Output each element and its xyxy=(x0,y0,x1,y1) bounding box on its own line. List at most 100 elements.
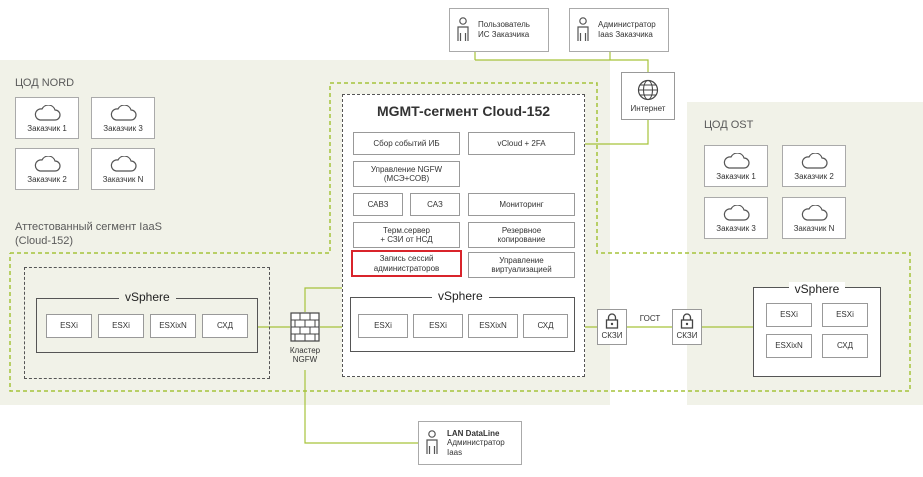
nord-customer-3: Заказчик 3 xyxy=(91,97,155,139)
vsphere-left-item: ESXixN xyxy=(150,314,196,338)
person-icon xyxy=(577,17,589,41)
ost-customer-1: Заказчик 1 xyxy=(704,145,768,187)
firewall-line1: Кластер xyxy=(289,346,321,355)
ngfw-line1: Управление NGFW xyxy=(370,164,443,174)
lock-icon xyxy=(605,313,619,330)
person-icon xyxy=(426,430,438,454)
vsphere-right-item: СХД xyxy=(822,334,868,358)
vsphere-mid-item: ESXi xyxy=(413,314,463,338)
vsphere-right-title: vSphere xyxy=(788,282,846,296)
customer-label: Заказчик 1 xyxy=(27,124,67,133)
box-saz: САЗ xyxy=(410,193,460,216)
segment-boundary xyxy=(9,82,911,392)
lock-icon xyxy=(680,313,694,330)
savz-label: САВЗ xyxy=(367,199,389,209)
cloud-icon xyxy=(723,153,750,169)
customer-admin-line2: Iaas Заказчика xyxy=(598,30,653,39)
person-icon xyxy=(457,17,469,41)
saz-label: САЗ xyxy=(427,199,443,209)
nord-title: ЦОД NORD xyxy=(15,77,75,89)
firewall-line2: NGFW xyxy=(292,355,318,365)
skzi-left: СКЗИ xyxy=(597,309,627,345)
cloud-icon xyxy=(34,105,61,121)
term-line1: Терм.сервер xyxy=(382,225,430,235)
skzi-right-label: СКЗИ xyxy=(676,331,698,341)
customer-label: Заказчик 3 xyxy=(103,124,143,133)
cloud-icon xyxy=(801,153,828,169)
vsphere-left-title: vSphere xyxy=(119,290,176,304)
segment-title: Аттестованный сегмент IaaS (Cloud-152) xyxy=(15,220,162,249)
vsphere-right-item: ESXixN xyxy=(766,334,812,358)
backup-line1: Резервное xyxy=(501,225,542,235)
monitoring-label: Мониторинг xyxy=(499,199,544,209)
backup-line2: копирование xyxy=(497,235,546,244)
sbor-label: Сбор событий ИБ xyxy=(373,138,440,148)
link-internet-vcloud xyxy=(575,120,649,145)
link-fw-lan xyxy=(304,370,418,444)
term-line2: + СЗИ от НСД xyxy=(380,235,433,244)
item-label: ESXi xyxy=(112,321,130,331)
item-label: ESXixN xyxy=(159,321,187,331)
vsphere-mid-title: vSphere xyxy=(432,289,489,303)
right-dashed-container xyxy=(753,287,881,377)
cloud-icon xyxy=(723,205,750,221)
item-label: ESXixN xyxy=(775,341,803,351)
customer-admin-line1: Администратор xyxy=(598,20,656,30)
left-dashed-container xyxy=(24,267,270,379)
ost-title: ЦОД OST xyxy=(704,119,754,131)
ost-customer-2: Заказчик 2 xyxy=(782,145,846,187)
segment-title-line2: (Cloud-152) xyxy=(15,235,74,248)
customer-label: Заказчик 2 xyxy=(794,172,834,181)
nord-customer-2: Заказчик 2 xyxy=(15,148,79,190)
item-label: ESXi xyxy=(780,310,798,320)
lan-line3: Iaas xyxy=(447,447,463,457)
item-label: СХД xyxy=(216,321,234,331)
firewall-label: Кластер NGFW xyxy=(278,346,332,365)
gost-label: ГОСТ xyxy=(639,314,661,323)
vcloud-label: vCloud + 2FA xyxy=(497,138,546,148)
box-sbor: Сбор событий ИБ xyxy=(353,132,460,155)
item-label: ESXi xyxy=(60,321,78,331)
cloud-icon xyxy=(801,205,828,221)
box-vcloud: vCloud + 2FA xyxy=(468,132,575,155)
ngfw-line2: (МСЭ+СОВ) xyxy=(383,174,430,183)
lan-dataline-box: LAN DataLine Администратор Iaas xyxy=(418,421,522,465)
vsphere-mid-item: СХД xyxy=(523,314,568,338)
box-session-recording: Запись сессий администраторов xyxy=(351,250,462,277)
customer-label: Заказчик 1 xyxy=(716,172,756,181)
customer-user-box: Пользователь ИС Заказчика xyxy=(449,8,549,52)
vsphere-mid-item: ESXixN xyxy=(468,314,518,338)
vsphere-left-item: СХД xyxy=(202,314,248,338)
box-savz: САВЗ xyxy=(353,193,403,216)
customer-user-line2: ИС Заказчика xyxy=(478,30,530,39)
box-ngfw-mgmt: Управление NGFW (МСЭ+СОВ) xyxy=(353,161,460,187)
lan-line2: Администратор xyxy=(447,438,505,448)
customer-label: Заказчик 2 xyxy=(27,175,67,184)
link-users-bus xyxy=(475,59,649,72)
ost-customer-n: Заказчик N xyxy=(782,197,846,239)
nord-customer-1: Заказчик 1 xyxy=(15,97,79,139)
item-label: ESXi xyxy=(836,310,854,320)
vsphere-right-title-wrap: vSphere xyxy=(753,280,881,298)
box-virt: Управление виртуализацией xyxy=(468,252,575,278)
item-label: СХД xyxy=(836,341,854,351)
vsphere-left-item: ESXi xyxy=(98,314,144,338)
item-label: ESXixN xyxy=(479,321,507,331)
cloud-icon xyxy=(110,105,137,121)
internet-label: Интернет xyxy=(630,103,666,113)
internet-box: Интернет xyxy=(621,72,675,120)
box-monitoring: Мониторинг xyxy=(468,193,575,216)
globe-icon xyxy=(637,79,659,101)
cloud-icon xyxy=(34,156,61,172)
item-label: ESXi xyxy=(374,321,392,331)
customer-admin-box: Администратор Iaas Заказчика xyxy=(569,8,669,52)
vsphere-left-item: ESXi xyxy=(46,314,92,338)
rec-line1: Запись сессий xyxy=(379,254,434,264)
skzi-left-label: СКЗИ xyxy=(601,331,623,341)
vsphere-right-item: ESXi xyxy=(822,303,868,327)
virt-line1: Управление xyxy=(499,255,544,265)
lan-line1: LAN DataLine xyxy=(447,428,500,438)
box-backup: Резервное копирование xyxy=(468,222,575,248)
box-term: Терм.сервер + СЗИ от НСД xyxy=(353,222,460,248)
customer-label: Заказчик 3 xyxy=(716,224,756,233)
